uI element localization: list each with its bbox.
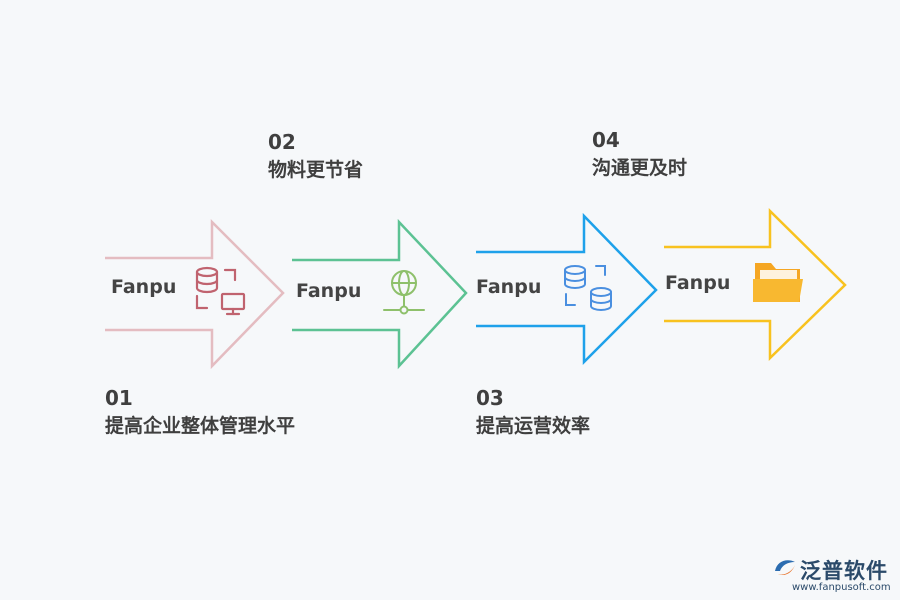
database-sync-icon	[564, 265, 612, 311]
step-4-caption: 沟通更及时	[592, 157, 688, 179]
arrow-step-3	[476, 212, 658, 366]
database-monitor-icon	[195, 266, 246, 316]
step-2-brand: Fanpu	[296, 280, 362, 302]
folder-icon	[753, 263, 803, 302]
step-3-caption: 提高运营效率	[476, 415, 591, 437]
arrow-step-2	[292, 218, 468, 370]
step-4-brand: Fanpu	[665, 272, 731, 294]
step-2-number: 02	[268, 130, 296, 154]
step-1-number: 01	[105, 386, 133, 410]
step-1-caption: 提高企业整体管理水平	[105, 415, 296, 437]
watermark-name: 泛普软件	[800, 559, 888, 583]
arrow-step-4	[664, 208, 847, 361]
step-4-number: 04	[592, 128, 620, 152]
step-3-brand: Fanpu	[476, 276, 542, 298]
watermark-logo-icon	[775, 560, 795, 575]
step-2-caption: 物料更节省	[268, 159, 364, 181]
network-globe-icon	[383, 270, 425, 315]
arrow-step-1	[105, 218, 285, 370]
step-1-brand: Fanpu	[111, 276, 177, 298]
step-3-number: 03	[476, 386, 504, 410]
watermark-url: www.fanpusoft.com	[792, 582, 891, 593]
